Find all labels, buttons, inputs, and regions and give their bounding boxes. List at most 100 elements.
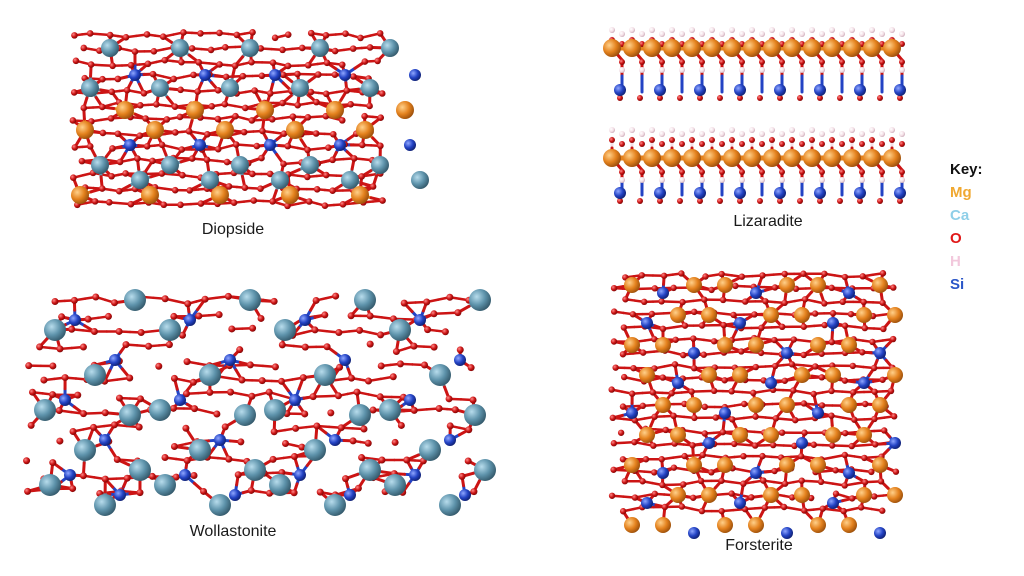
- atom-mg: [823, 39, 841, 57]
- atom-o: [313, 185, 321, 193]
- atom-mg: [763, 307, 779, 323]
- atom-o: [821, 321, 828, 329]
- atom-o: [159, 33, 167, 40]
- atom-h: [739, 131, 745, 137]
- atom-h: [719, 31, 725, 37]
- atom-ca: [234, 404, 256, 426]
- atom-ca: [411, 171, 429, 189]
- atom-mg: [723, 149, 741, 167]
- atom-o: [701, 430, 709, 437]
- atom-o: [708, 286, 715, 294]
- atom-o: [338, 117, 346, 124]
- atom-mg: [763, 427, 779, 443]
- atom-o: [812, 363, 819, 370]
- atom-o: [56, 345, 64, 353]
- atom-h: [659, 131, 665, 137]
- atom-o: [257, 185, 264, 193]
- atom-si: [734, 187, 746, 199]
- atom-o: [143, 143, 151, 150]
- atom-h: [779, 177, 785, 183]
- atom-o: [649, 389, 657, 396]
- atom-o: [869, 137, 875, 143]
- atom-o: [221, 100, 229, 108]
- atom-o: [350, 73, 357, 80]
- atom-o: [158, 141, 166, 149]
- atom-o: [143, 31, 151, 38]
- atom-h: [849, 27, 855, 33]
- atom-o: [698, 507, 706, 515]
- atom-o: [800, 400, 808, 407]
- atom-o: [49, 459, 57, 467]
- atom-o: [771, 467, 778, 475]
- atom-mg: [76, 121, 94, 139]
- atom-o: [781, 377, 789, 384]
- atom-h: [769, 127, 775, 133]
- atom-o: [240, 128, 248, 136]
- atom-o: [74, 391, 82, 399]
- atom-si: [334, 139, 346, 151]
- atom-o: [280, 160, 287, 168]
- atom-si: [339, 354, 351, 366]
- atom-h: [899, 67, 905, 73]
- atom-ca: [151, 79, 169, 97]
- atom-o: [469, 396, 477, 404]
- atom-o: [231, 62, 239, 70]
- atom-si: [814, 84, 826, 96]
- atom-h: [689, 27, 695, 33]
- atom-o: [610, 440, 618, 447]
- atom-mg: [743, 149, 761, 167]
- atom-si: [614, 84, 626, 96]
- atom-si: [827, 497, 839, 509]
- atom-o: [857, 95, 863, 101]
- atom-si: [69, 314, 81, 326]
- atom-h: [869, 127, 875, 133]
- atom-o: [49, 391, 57, 399]
- atom-si: [409, 69, 421, 81]
- atom-o: [259, 127, 266, 135]
- atom-o: [144, 60, 152, 68]
- atom-o: [677, 198, 683, 204]
- atom-si: [843, 287, 855, 299]
- atom-o: [821, 270, 828, 277]
- atom-o: [197, 30, 204, 37]
- atom-o: [668, 390, 675, 397]
- atom-o: [307, 88, 315, 96]
- atom-o: [819, 59, 825, 65]
- atom-ca: [84, 364, 106, 386]
- atom-o: [356, 326, 364, 334]
- atom-o: [364, 377, 372, 385]
- atom-o: [778, 429, 786, 436]
- atom-ca: [129, 459, 151, 481]
- atom-o: [357, 34, 364, 42]
- atom-o: [641, 298, 648, 306]
- atom-o: [651, 285, 659, 292]
- atom-o: [321, 311, 329, 319]
- atom-si: [750, 287, 762, 299]
- atom-h: [709, 127, 715, 133]
- atom-o: [620, 324, 628, 331]
- atom-o: [136, 489, 144, 497]
- atom-o: [134, 155, 141, 162]
- legend-item-mg: Mg: [950, 184, 972, 201]
- atom-o: [358, 173, 365, 180]
- atom-h: [619, 67, 625, 73]
- atom-mg: [623, 149, 641, 167]
- atom-mg: [701, 307, 717, 323]
- atom-o: [817, 95, 823, 101]
- atom-mg: [887, 367, 903, 383]
- atom-o: [316, 488, 324, 496]
- atom-mg: [841, 517, 857, 533]
- wollastonite-label: Wollastonite: [189, 523, 277, 540]
- atom-o: [702, 273, 709, 280]
- atom-o: [299, 374, 307, 382]
- atom-h: [899, 177, 905, 183]
- atom-o: [278, 377, 286, 385]
- atom-o: [258, 154, 265, 162]
- atom-si: [339, 69, 351, 81]
- atom-mg: [216, 121, 234, 139]
- atom-o: [670, 412, 677, 420]
- atom-o: [79, 343, 87, 351]
- atom-h: [719, 131, 725, 137]
- atom-mg: [872, 397, 888, 413]
- atom-o: [70, 296, 78, 304]
